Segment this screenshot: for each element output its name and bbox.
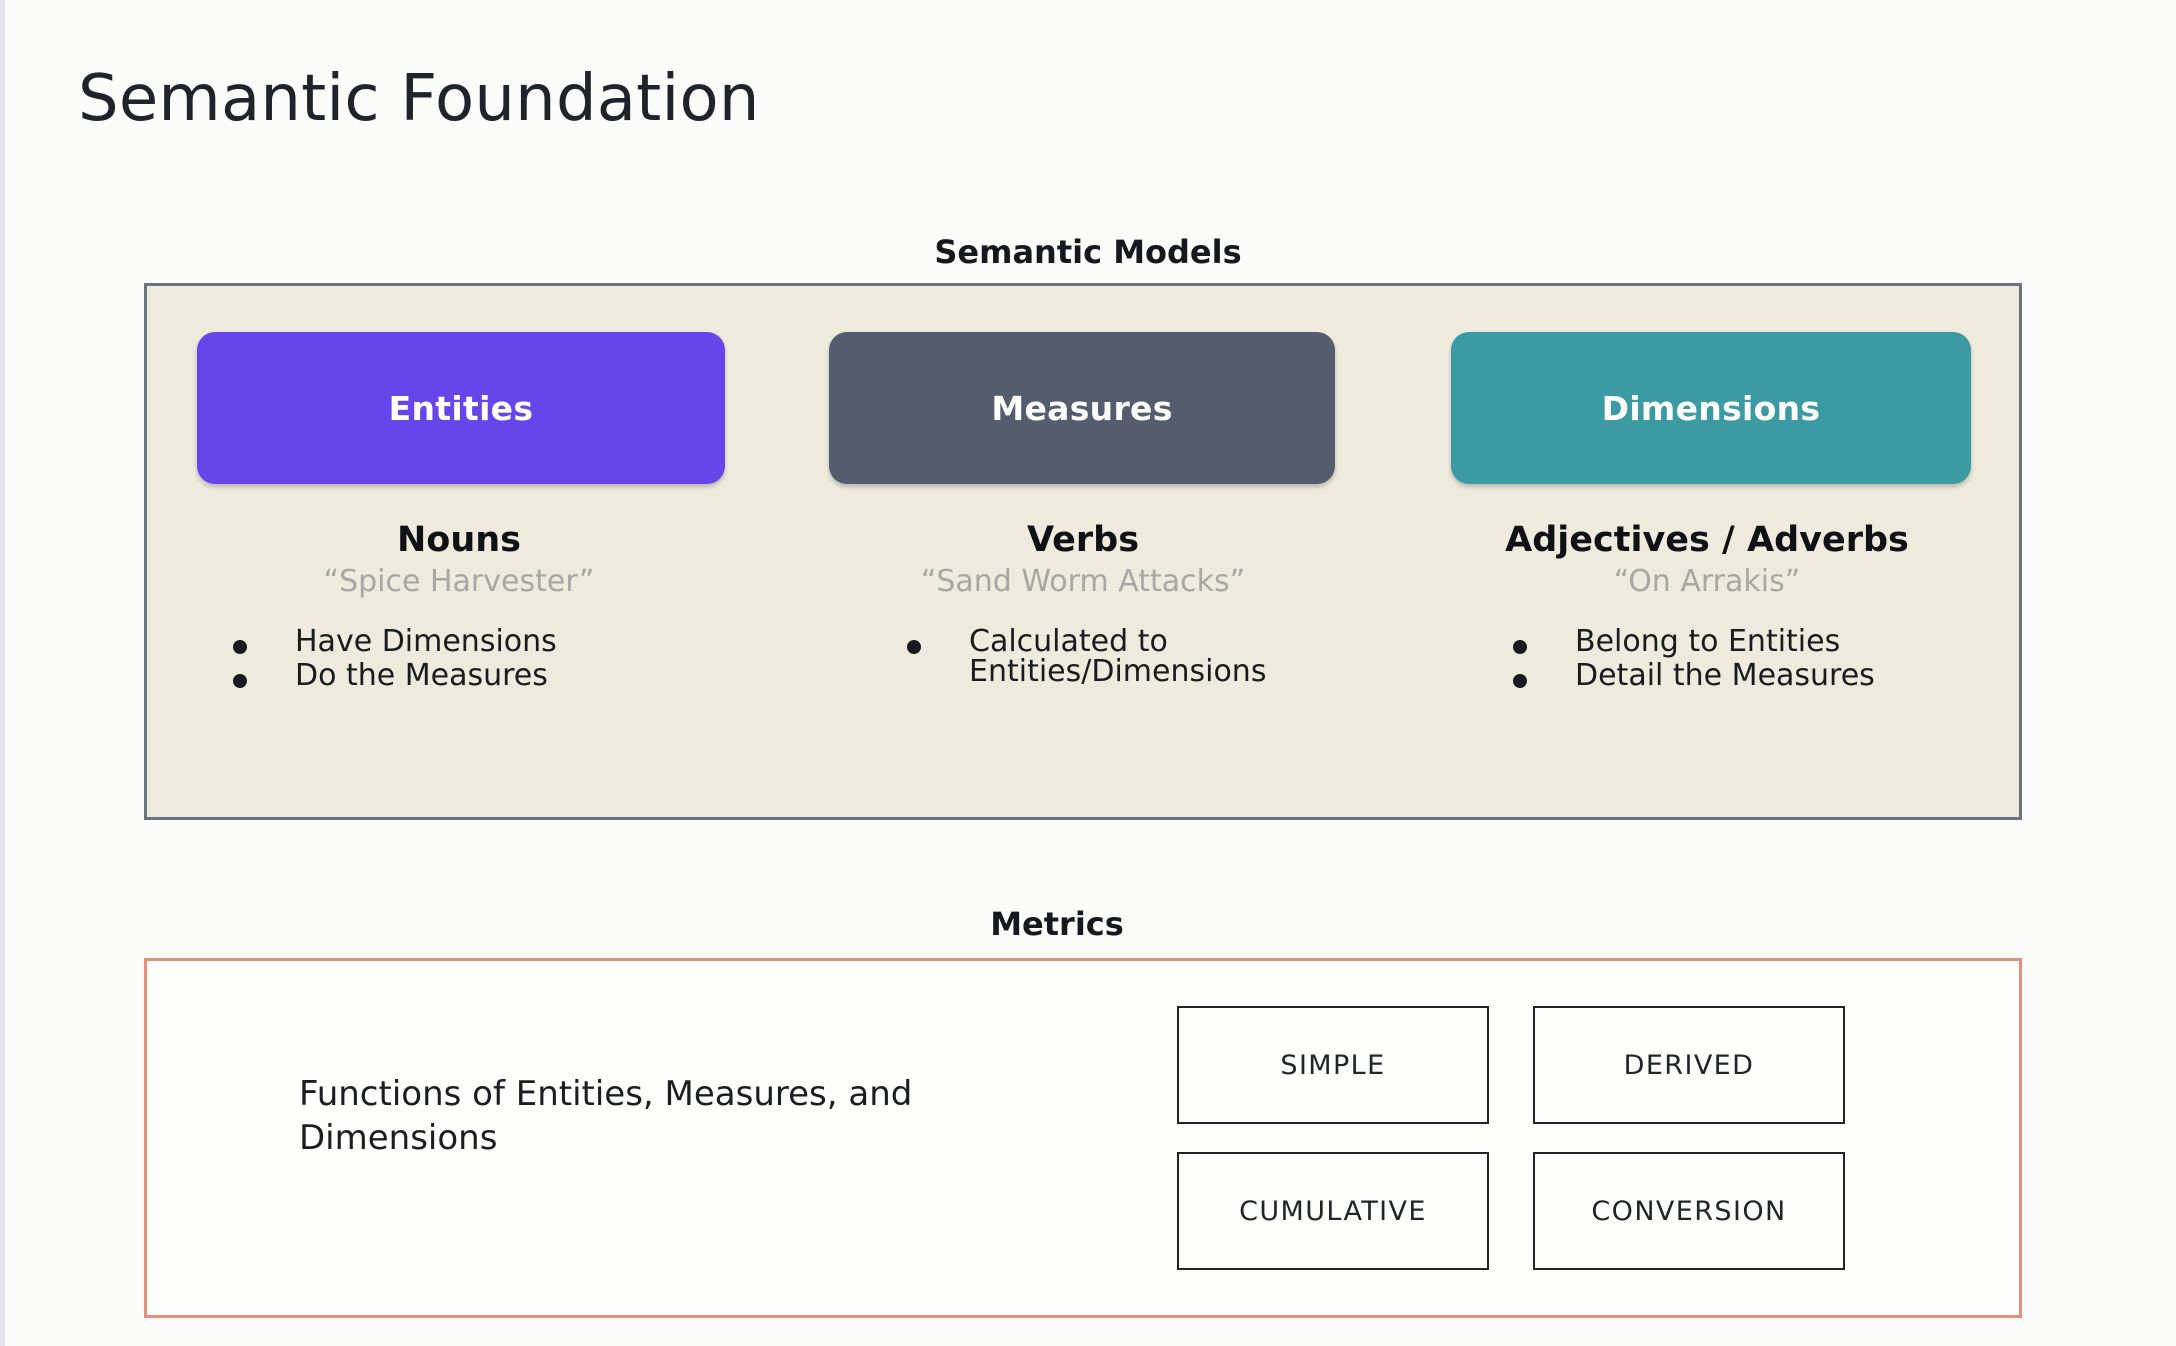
metrics-description: Functions of Entities, Measures, and Dim… (299, 1074, 913, 1158)
metric-type-simple[interactable]: SIMPLE (1177, 1006, 1489, 1124)
semantic-models-panel: Entities Nouns “Spice Harvester” Have Di… (144, 283, 2022, 820)
entities-part-of-speech: Nouns (396, 520, 521, 560)
dimensions-example-quote: “On Arrakis” (1613, 564, 1801, 599)
bullet-dot-icon (1513, 674, 1527, 688)
metric-type-derived[interactable]: DERIVED (1533, 1006, 1845, 1124)
semantic-models-columns: Entities Nouns “Spice Harvester” Have Di… (147, 286, 2019, 817)
list-item: Detail the Measures (1513, 661, 2019, 691)
metric-type-conversion[interactable]: CONVERSION (1533, 1152, 1845, 1270)
metrics-types-grid: SIMPLE DERIVED CUMULATIVE CONVERSION (1177, 1006, 1845, 1270)
metrics-panel: Functions of Entities, Measures, and Dim… (144, 958, 2022, 1318)
semantic-models-section-label: Semantic Models (934, 233, 1242, 271)
list-item: Have Dimensions (233, 627, 771, 657)
list-item-label: Do the Measures (295, 658, 548, 693)
page-title: Semantic Foundation (78, 62, 760, 136)
list-item: Do the Measures (233, 661, 771, 691)
list-item-label: Calculated to Entities/Dimensions (969, 624, 1267, 689)
dimensions-part-of-speech: Adjectives / Adverbs (1505, 520, 1909, 560)
measures-pill-button[interactable]: Measures (829, 332, 1335, 484)
semantic-column-dimensions: Dimensions Adjectives / Adverbs “On Arra… (1395, 286, 2019, 817)
measures-bullet-list: Calculated to Entities/Dimensions (771, 627, 1395, 687)
list-item-label: Detail the Measures (1575, 658, 1875, 693)
bullet-dot-icon (1513, 640, 1527, 654)
metrics-section-label: Metrics (990, 905, 1124, 943)
semantic-column-measures: Measures Verbs “Sand Worm Attacks” Calcu… (771, 286, 1395, 817)
list-item: Belong to Entities (1513, 627, 2019, 657)
entities-pill-button[interactable]: Entities (197, 332, 725, 484)
list-item-label: Have Dimensions (295, 624, 557, 659)
semantic-column-entities: Entities Nouns “Spice Harvester” Have Di… (147, 286, 771, 817)
list-item-label: Belong to Entities (1575, 624, 1841, 659)
dimensions-pill-button[interactable]: Dimensions (1451, 332, 1971, 484)
bullet-dot-icon (233, 674, 247, 688)
left-edge-strip (0, 0, 5, 1346)
dimensions-bullet-list: Belong to Entities Detail the Measures (1395, 627, 2019, 691)
measures-part-of-speech: Verbs (1026, 520, 1140, 560)
bullet-dot-icon (907, 640, 921, 654)
list-item: Calculated to Entities/Dimensions (907, 627, 1395, 687)
metric-type-cumulative[interactable]: CUMULATIVE (1177, 1152, 1489, 1270)
bullet-dot-icon (233, 640, 247, 654)
entities-bullet-list: Have Dimensions Do the Measures (147, 627, 771, 691)
entities-example-quote: “Spice Harvester” (323, 564, 595, 599)
measures-example-quote: “Sand Worm Attacks” (920, 564, 1246, 599)
